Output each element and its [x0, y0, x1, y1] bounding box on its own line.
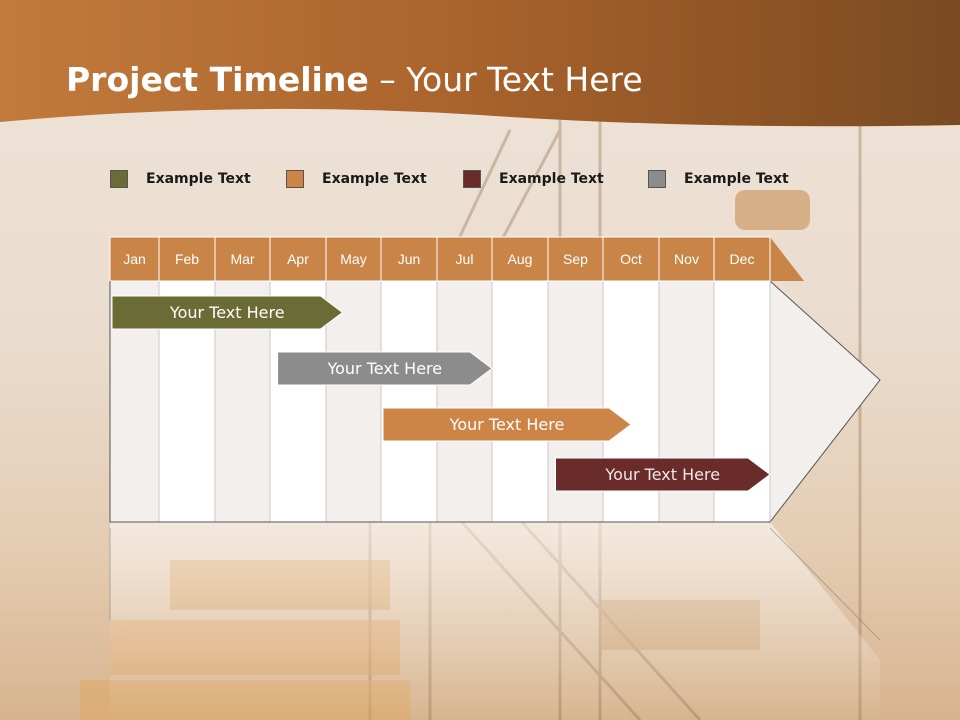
- month-header-jul: [436, 236, 493, 282]
- chart-reflection: [110, 522, 880, 720]
- month-header-may: [325, 236, 382, 282]
- month-header-dec: [713, 236, 771, 282]
- month-label-jul: Jul: [455, 251, 474, 267]
- month-column-aug: [491, 280, 549, 523]
- month-header-apr: [269, 236, 327, 282]
- task-label-1: Your Text Here: [169, 303, 285, 322]
- legend-swatch-gray: [648, 170, 666, 188]
- legend-label-4: Example Text: [684, 171, 789, 187]
- legend-label-1: Example Text: [146, 171, 251, 187]
- reflection-edge-right: [769, 527, 881, 641]
- legend-swatch-olive: [110, 170, 128, 188]
- month-label-sep: Sep: [563, 251, 588, 267]
- month-label-aug: Aug: [507, 251, 533, 267]
- timeline-arrowhead-header: [770, 237, 804, 281]
- task-arrow-1: [111, 295, 344, 330]
- month-header-aug: [491, 236, 549, 282]
- month-header-feb: [158, 236, 216, 282]
- legend-item-2: Example Text: [286, 170, 427, 188]
- month-label-apr: Apr: [287, 251, 309, 267]
- task-label-3: Your Text Here: [449, 415, 565, 434]
- month-column-jul: [436, 280, 493, 523]
- month-header-jun: [380, 236, 438, 282]
- task-arrow-3: [382, 407, 632, 442]
- month-label-oct: Oct: [620, 251, 642, 267]
- month-header-nov: [658, 236, 715, 282]
- month-label-mar: Mar: [230, 251, 255, 267]
- month-header-sep: [547, 236, 604, 282]
- legend-swatch-maroon: [463, 170, 481, 188]
- legend-label-2: Example Text: [322, 171, 427, 187]
- month-label-jan: Jan: [123, 251, 146, 267]
- month-label-feb: Feb: [174, 251, 200, 267]
- month-column-jun: [380, 280, 438, 523]
- task-label-2: Your Text Here: [327, 359, 443, 378]
- month-header-jan: [109, 236, 160, 282]
- timeline-frame: [109, 281, 770, 523]
- month-column-may: [325, 280, 382, 523]
- month-label-jun: Jun: [397, 251, 421, 267]
- month-label-dec: Dec: [729, 251, 755, 267]
- task-arrow-4: [555, 457, 771, 492]
- timeline-arrowhead: [769, 279, 881, 524]
- month-header-oct: [602, 236, 660, 282]
- legend-item-3: Example Text: [463, 170, 604, 188]
- title-banner: [0, 0, 960, 127]
- task-arrow-2: [277, 351, 493, 386]
- legend-swatch-orange: [286, 170, 304, 188]
- title-bold: Project Timeline: [66, 60, 369, 99]
- slide-title: Project Timeline – Your Text Here: [66, 60, 643, 99]
- title-subtitle: – Your Text Here: [368, 60, 643, 99]
- task-label-4: Your Text Here: [605, 465, 721, 484]
- legend-item-4: Example Text: [648, 170, 789, 188]
- month-label-nov: Nov: [674, 251, 699, 267]
- month-label-may: May: [340, 251, 367, 267]
- legend-item-1: Example Text: [110, 170, 251, 188]
- legend-label-3: Example Text: [499, 171, 604, 187]
